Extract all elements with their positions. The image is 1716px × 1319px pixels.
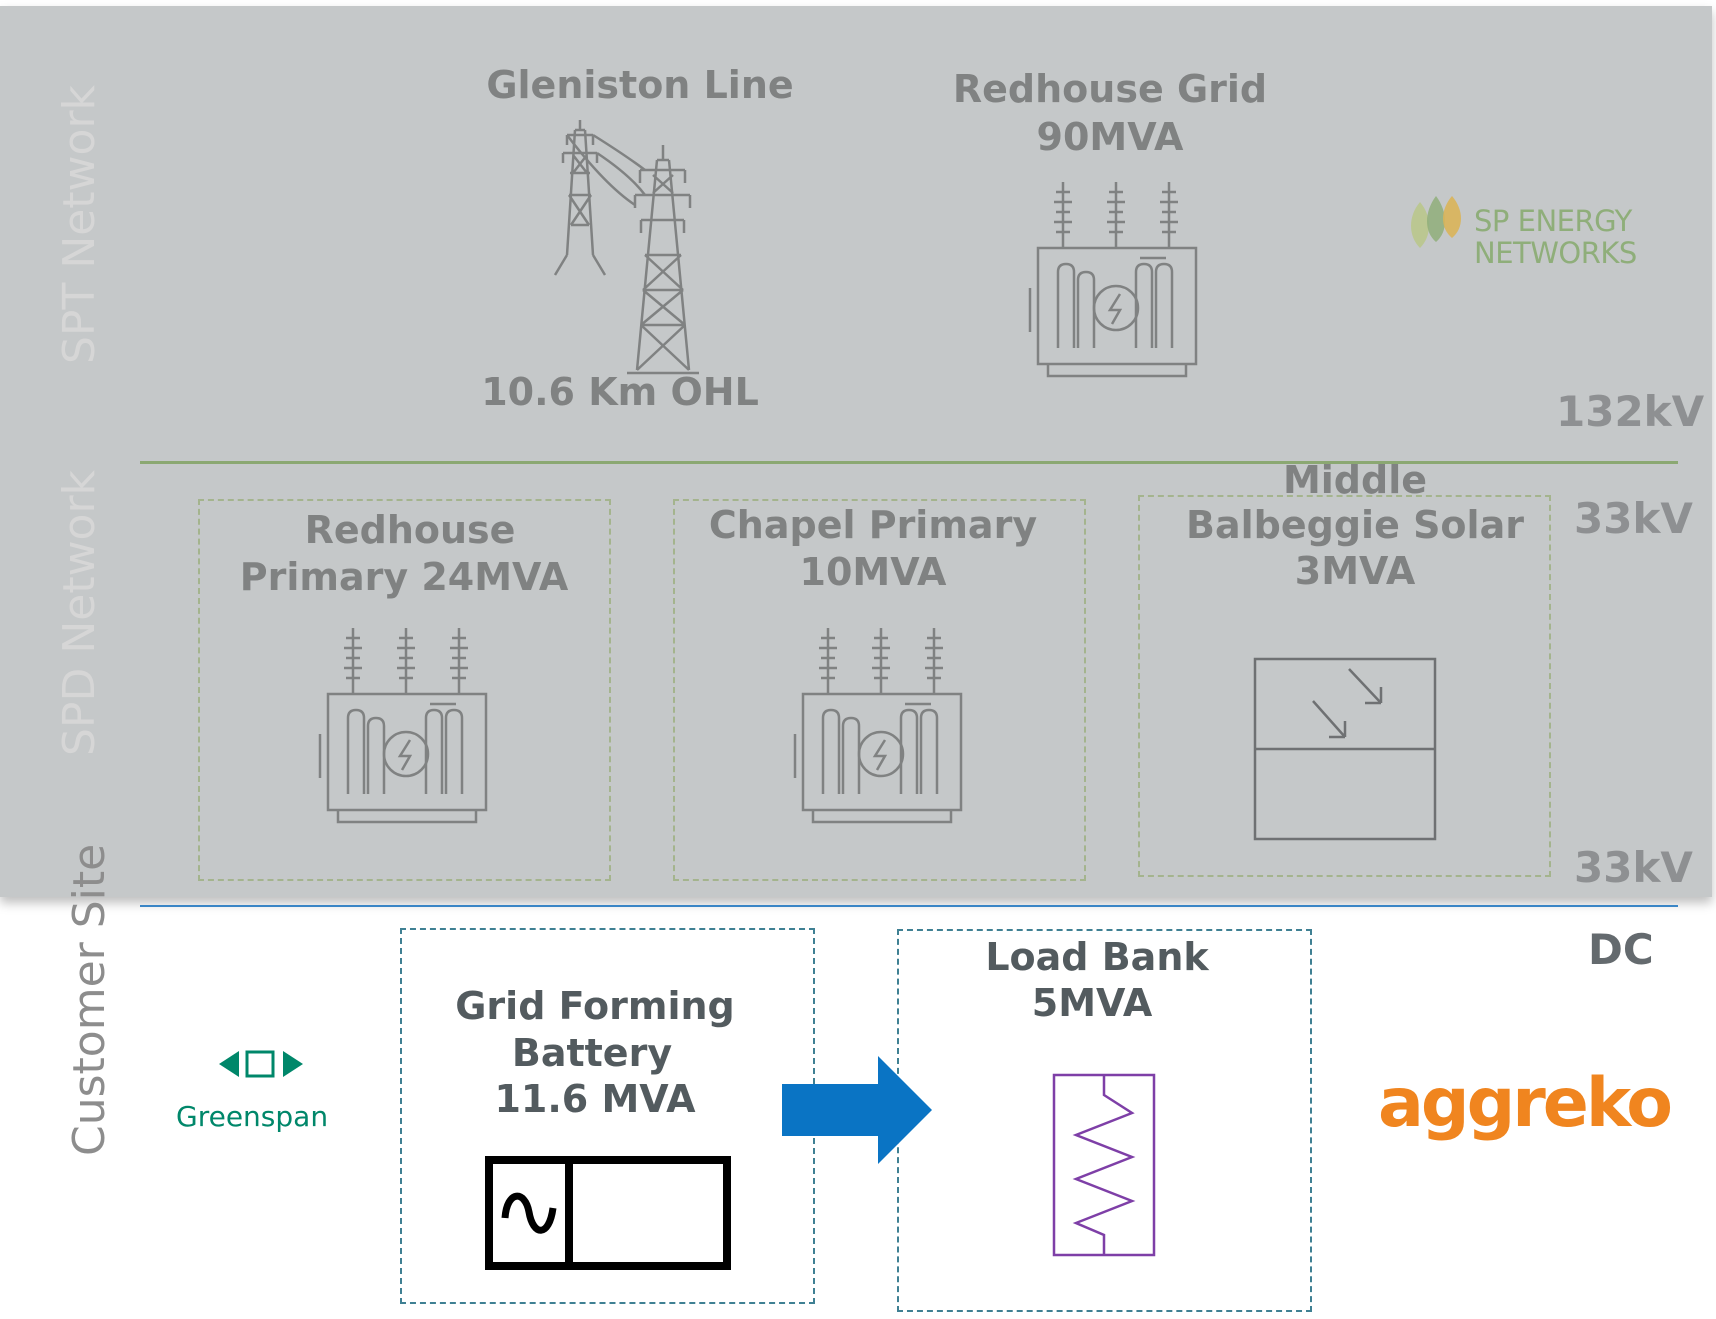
solar-pv-icon — [1253, 657, 1437, 841]
redhouse-primary-rating: Primary 24MVA — [239, 555, 569, 599]
solar-title-2: Balbeggie Solar — [1186, 503, 1524, 547]
redhouse-primary-box — [198, 499, 611, 881]
battery-inverter-icon — [485, 1156, 731, 1270]
redhouse-grid-rating: 90MVA — [1036, 115, 1184, 159]
redhouse-grid-title: Redhouse Grid — [952, 67, 1268, 111]
voltage-label-33kv-bottom: 33kV — [1574, 843, 1693, 892]
greenspan-logo-icon — [219, 1050, 303, 1078]
bus-dc-line — [140, 905, 1678, 907]
transmission-tower-icon — [553, 120, 699, 375]
redhouse-primary-title: Redhouse — [304, 508, 516, 552]
battery-title-2: Battery — [511, 1031, 673, 1075]
spen-leaves-icon — [1411, 196, 1461, 248]
transformer-icon-redhouse — [318, 628, 488, 824]
transformer-icon-grid — [1028, 182, 1198, 378]
transformer-icon-chapel — [793, 628, 963, 824]
chapel-primary-box — [673, 499, 1086, 881]
spen-logo-line1: SP ENERGY — [1474, 204, 1632, 238]
voltage-label-dc: DC — [1588, 925, 1654, 974]
resistor-icon — [1052, 1073, 1156, 1257]
battery-rating: 11.6 MVA — [494, 1077, 696, 1121]
section-label-spt: SPT Network — [54, 84, 105, 364]
voltage-label-132kv: 132kV — [1556, 387, 1705, 436]
chapel-primary-rating: 10MVA — [799, 550, 947, 594]
gleniston-line-title: Gleniston Line — [486, 63, 794, 107]
power-flow-arrow — [782, 1056, 932, 1164]
spen-logo-line2: NETWORKS — [1474, 236, 1637, 270]
bus-132kv-line — [140, 461, 1678, 464]
gleniston-line-length: 10.6 Km OHL — [481, 370, 759, 414]
aggreko-logo: aggreko — [1378, 1064, 1673, 1143]
solar-title-1: Middle — [1282, 458, 1428, 502]
voltage-label-33kv-top: 33kV — [1574, 494, 1693, 543]
battery-title-1: Grid Forming — [455, 984, 735, 1028]
greenspan-logo-text: Greenspan — [176, 1100, 329, 1133]
balbeggie-solar-box — [1138, 495, 1551, 877]
load-bank-title: Load Bank — [985, 935, 1209, 979]
section-label-spd: SPD Network — [54, 469, 105, 756]
solar-rating: 3MVA — [1294, 549, 1416, 593]
chapel-primary-title: Chapel Primary — [708, 503, 1038, 547]
load-bank-rating: 5MVA — [1031, 981, 1153, 1025]
section-label-customer: Customer Site — [64, 843, 115, 1156]
